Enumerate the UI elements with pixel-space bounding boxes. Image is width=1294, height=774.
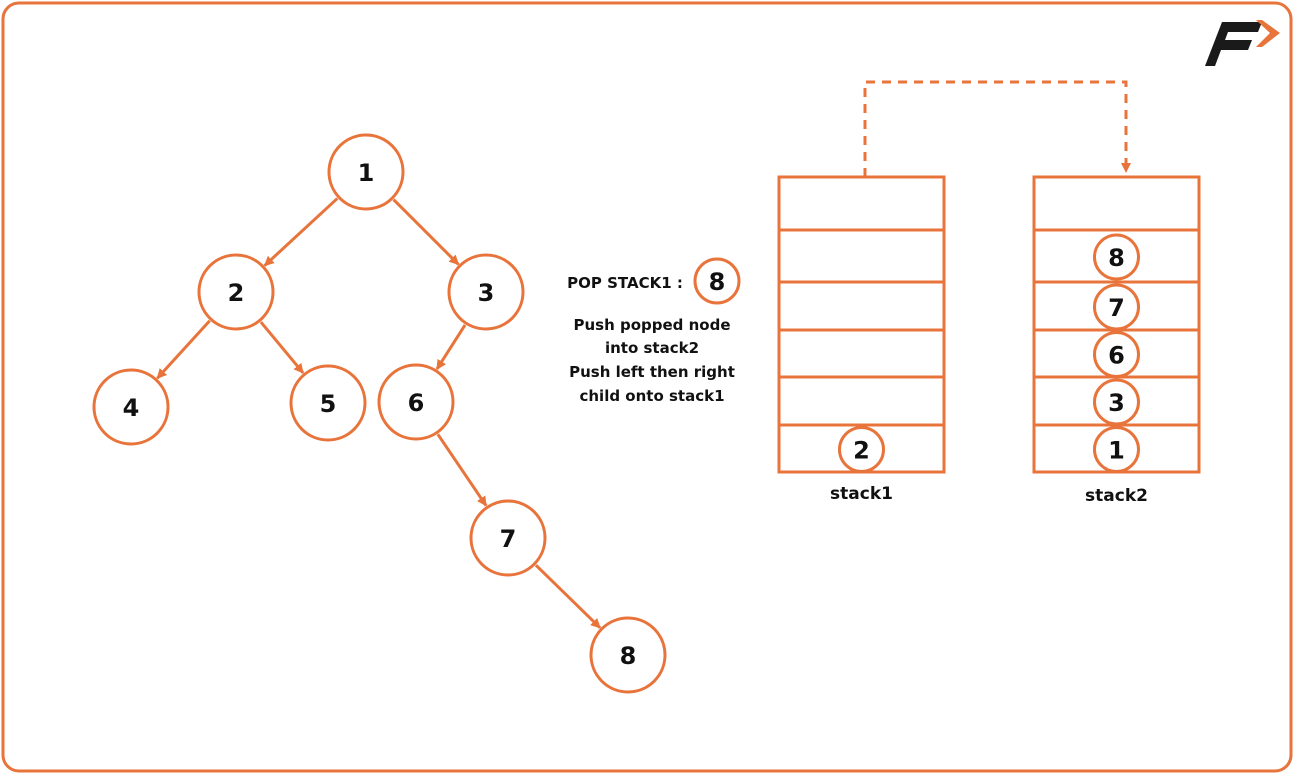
stack2-label: stack2 <box>1085 486 1148 506</box>
stack2-item <box>1093 233 1140 281</box>
transfer-dashed-arrow <box>863 80 1131 177</box>
stack1-container <box>777 175 946 474</box>
logo <box>1205 20 1280 66</box>
stack2-item-value: 7 <box>1108 294 1125 322</box>
stack2-item <box>1093 331 1140 378</box>
tree-node-5 <box>289 364 367 442</box>
tree-edge-2-4 <box>156 319 211 380</box>
stack2-item-value: 8 <box>1108 244 1125 272</box>
step-note-line: child onto stack1 <box>579 387 724 405</box>
tree-node-label: 3 <box>478 279 495 307</box>
stack1-label: stack1 <box>830 484 893 504</box>
tree-node-label: 5 <box>320 390 337 418</box>
tree-node-3 <box>447 253 525 331</box>
stack2-item <box>1093 426 1140 473</box>
tree-node-2 <box>197 253 275 331</box>
tree-edge-7-8 <box>534 564 602 629</box>
popped-node-value: 8 <box>709 268 726 296</box>
tree-node-label: 7 <box>500 525 517 553</box>
tree-node-8 <box>589 616 667 694</box>
step-note-line: Push left then right <box>569 363 735 381</box>
stack2-item-value: 3 <box>1108 389 1125 417</box>
tree-node-label: 6 <box>408 389 425 417</box>
tree-edge-2-5 <box>259 321 305 374</box>
stack1-item-value: 2 <box>853 437 870 465</box>
tree-node-label: 1 <box>358 159 375 187</box>
tree-node-6 <box>377 363 455 441</box>
tree-edge-3-6 <box>435 324 467 370</box>
tree-node-4 <box>92 368 170 446</box>
tree-edge-1-3 <box>392 198 460 266</box>
tree-node-label: 8 <box>620 642 637 670</box>
tree-edge-1-2 <box>263 197 339 267</box>
stack2-item-value: 6 <box>1108 342 1125 370</box>
tree-node-label: 4 <box>123 394 140 422</box>
popped-node-circle <box>693 257 741 305</box>
step-note-line: into stack2 <box>605 339 699 357</box>
step-note-line: Push popped node <box>573 316 730 334</box>
tree-node-label: 2 <box>228 279 245 307</box>
stack1-item <box>838 426 885 473</box>
stack2-item <box>1093 378 1140 426</box>
stack2-item-value: 1 <box>1108 437 1125 465</box>
tree-node-1 <box>327 133 405 211</box>
pop-stack1-label: POP STACK1 : <box>567 274 683 292</box>
tree-edge-6-7 <box>436 433 488 507</box>
stack2-item <box>1093 283 1140 331</box>
tree-node-7 <box>469 499 547 577</box>
